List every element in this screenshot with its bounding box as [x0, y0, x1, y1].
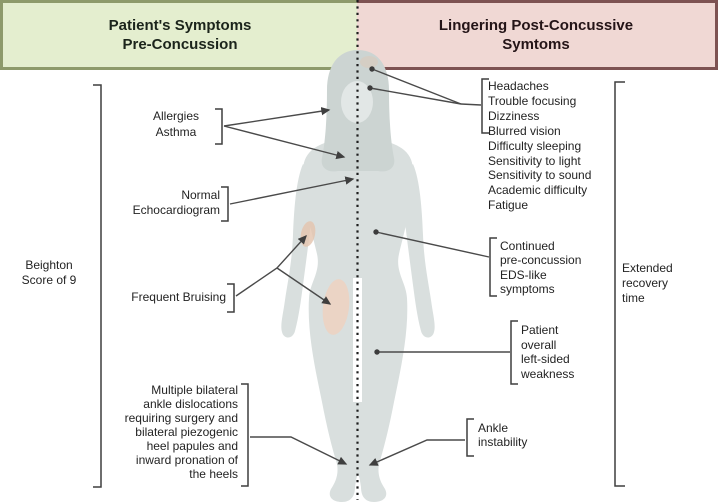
- dot-marker-icon: [374, 349, 380, 355]
- list-item: Dizziness: [488, 108, 540, 123]
- ankle-history-bracket: [241, 383, 249, 487]
- connector-lines: [223, 68, 510, 466]
- list-item: Fatigue: [488, 198, 529, 213]
- bruising-arrow-to-thigh: [276, 267, 332, 305]
- list-item: Sensitivity to light: [488, 153, 581, 168]
- list-item: Sensitivity to sound: [488, 168, 592, 183]
- post-concussive-header: Lingering Post-Concussive Symtoms: [357, 0, 718, 70]
- allergies-arrow-to-head: [223, 107, 331, 127]
- weakness-bracket: [510, 320, 518, 385]
- frequent-bruising-label: Frequent Bruising: [131, 290, 226, 304]
- post-concussive-header-text: Lingering Post-Concussive Symtoms: [438, 17, 634, 53]
- face-shape: [341, 81, 373, 123]
- thigh-bruise-mark: [322, 279, 350, 335]
- allergies-arrow-to-chest: [223, 125, 346, 160]
- ankle-history-arrow: [250, 436, 348, 465]
- ankle-history-label: Multiple bilateral ankle dislocations re…: [124, 383, 238, 481]
- left-arm-shape: [281, 164, 313, 338]
- ankle-bracket: [466, 418, 474, 457]
- head-line-to-list: [460, 103, 482, 106]
- list-item: Headaches: [488, 79, 549, 93]
- eds-bracket: [489, 237, 497, 297]
- echo-arrow-to-heart: [229, 176, 355, 205]
- left-sided-weakness-label: Patient overall left-sided weakness: [521, 323, 575, 381]
- dot-marker-icon: [367, 85, 373, 91]
- post-concussive-symptom-list: Headaches Trouble focusing Dizziness Blu…: [488, 79, 608, 213]
- extended-recovery-label: Extended recovery time: [622, 261, 673, 305]
- dot-marker-icon: [373, 229, 379, 235]
- echocardiogram-label: Normal Echocardiogram: [132, 188, 220, 217]
- beighton-bracket: [93, 84, 102, 488]
- pre-concussion-header: Patient's Symptoms Pre-Concussion: [0, 0, 357, 70]
- head-line-lower: [369, 87, 462, 105]
- allergies-bracket: [215, 108, 223, 145]
- echo-bracket: [221, 186, 229, 222]
- head-line-upper: [371, 68, 462, 105]
- allergies-asthma-label: Allergies Asthma: [152, 109, 200, 139]
- bruising-bracket: [227, 283, 235, 313]
- pre-concussion-header-text: Patient's Symptoms Pre-Concussion: [108, 17, 252, 53]
- list-item: Trouble focusing: [488, 93, 577, 108]
- list-item: Blurred vision: [488, 123, 561, 138]
- list-item: Academic difficulty: [488, 183, 588, 198]
- symptom-list-bracket: [481, 78, 489, 134]
- beighton-score-label: Beighton Score of 9: [21, 258, 77, 287]
- shoulder-bruise-mark: [360, 56, 378, 68]
- brackets: [93, 78, 625, 488]
- eds-symptoms-label: Continued pre-concussion EDS-like sympto…: [500, 239, 582, 296]
- dot-markers: [367, 66, 380, 355]
- recovery-bracket: [614, 81, 625, 487]
- dot-marker-icon: [369, 66, 375, 72]
- ankle-instability-arrow: [368, 439, 465, 466]
- ankle-instability-label: Ankle instability: [478, 421, 528, 449]
- list-item: Difficulty sleeping: [488, 138, 582, 153]
- eds-line: [375, 231, 490, 258]
- right-arm-shape: [403, 164, 435, 338]
